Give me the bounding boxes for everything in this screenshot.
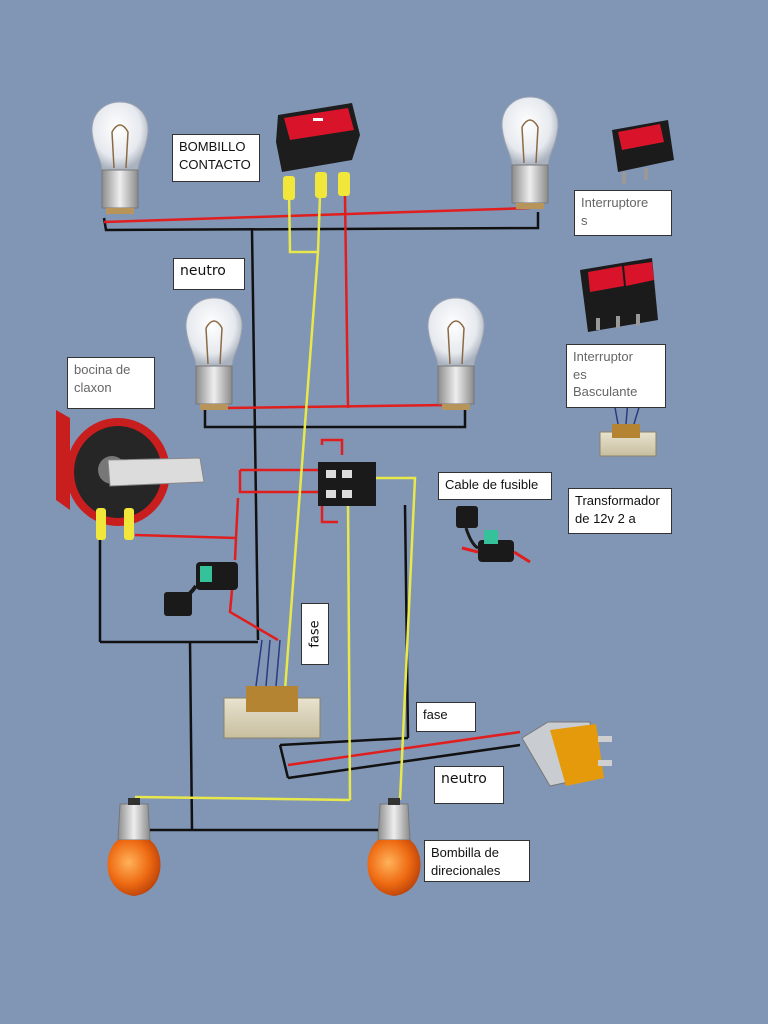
label-neutro-top: neutro [173,258,245,290]
bulb-icon [185,297,243,411]
live-wires [103,195,531,767]
transformer-icon [223,639,321,739]
label-fase: fase [416,702,476,732]
fuse-holder-icon [456,506,531,564]
label-transformador: Transformador de 12v 2 a [568,488,672,534]
label-fase-vertical-text: fase [307,620,323,648]
plug-icon [521,721,612,787]
label-interruptores-basculante: Interruptor es Basculante [566,344,666,408]
fuse-holder-icon [164,562,238,616]
rocker-switch-icon [612,120,674,184]
label-bombilla-direcionales: Bombilla de direcionales [424,840,530,882]
label-fase-vertical: fase [301,603,329,665]
label-cable-fusible: Cable de fusible [438,472,552,500]
bulb-icon [501,96,559,210]
double-rocker-switch-icon [580,258,658,332]
horn-icon [56,410,205,540]
bulb-icon [91,101,149,215]
label-bombillo-contacto: BOMBILLO CONTACTO [172,134,260,182]
neutral-wires [98,212,540,832]
amber-bulb-icon [366,797,422,897]
bulb-icon [427,297,485,411]
rocker-switch-icon [276,103,360,200]
label-neutro-bottom: neutro [434,766,504,804]
transformer-icon [599,399,657,457]
relay-icon [318,462,376,506]
amber-bulb-icon [106,797,162,897]
label-interruptores: Interruptore s [574,190,672,236]
label-bocina-claxon: bocina de claxon [67,357,155,409]
